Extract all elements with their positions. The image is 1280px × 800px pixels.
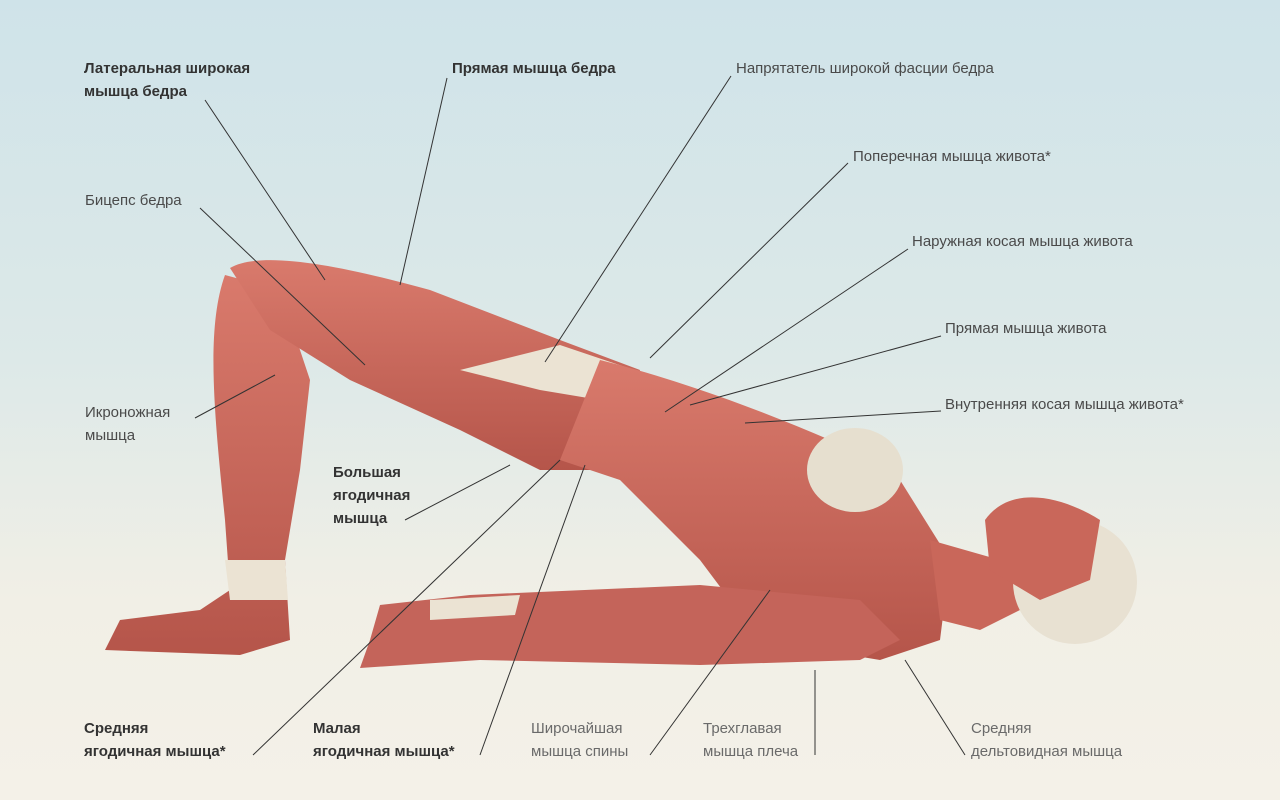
label-biceps-femoris: Бицепс бедра [85, 192, 182, 209]
label-line: Средняя [971, 720, 1032, 737]
label-gluteus-medius: Средняя ягодичная мышца* [84, 717, 226, 763]
label-line: ягодичная мышца* [313, 743, 455, 760]
label-line: Латеральная широкая [84, 60, 251, 77]
label-gluteus-minimus: Малая ягодичная мышца* [313, 717, 455, 763]
label-middle-deltoid: Средняя дельтовидная мышца [971, 717, 1122, 763]
label-line: Малая [313, 720, 361, 737]
label-line: Средняя [84, 720, 149, 737]
label-line: мышца бедра [84, 83, 187, 100]
label-line: мышца плеча [703, 743, 799, 760]
label-line: Икроножная [85, 404, 171, 421]
label-line: ягодичная [333, 487, 411, 504]
label-line: дельтовидная мышца [971, 743, 1123, 760]
label-tensor-fasciae-latae: Напрятатель широкой фасции бедра [736, 60, 994, 77]
label-line: мышца [333, 510, 388, 527]
label-line: Широчайшая [531, 720, 623, 737]
label-rectus-abdominis: Прямая мышца живота [945, 320, 1107, 337]
label-transverse-abdominis: Поперечная мышца живота* [853, 148, 1051, 165]
label-external-oblique: Наружная косая мышца живота [912, 233, 1133, 250]
label-line: Большая [333, 464, 401, 481]
label-rectus-femoris: Прямая мышца бедра [452, 60, 616, 77]
label-latissimus-dorsi: Широчайшая мышца спины [531, 717, 628, 763]
label-triceps: Трехглавая мышца плеча [703, 717, 798, 763]
label-vastus-lateralis: Латеральная широкая мышца бедра [84, 57, 250, 103]
body-illustration [105, 260, 1137, 668]
label-line: мышца спины [531, 743, 629, 760]
label-internal-oblique: Внутренняя косая мышца живота* [945, 396, 1184, 413]
leader-lines [194, 75, 966, 756]
label-line: Трехглавая [703, 720, 782, 737]
label-gluteus-maximus: Большая ягодичная мышца [333, 461, 410, 530]
label-gastrocnemius: Икроножная мышца [85, 401, 170, 447]
label-line: мышца [85, 427, 136, 444]
label-line: ягодичная мышца* [84, 743, 226, 760]
